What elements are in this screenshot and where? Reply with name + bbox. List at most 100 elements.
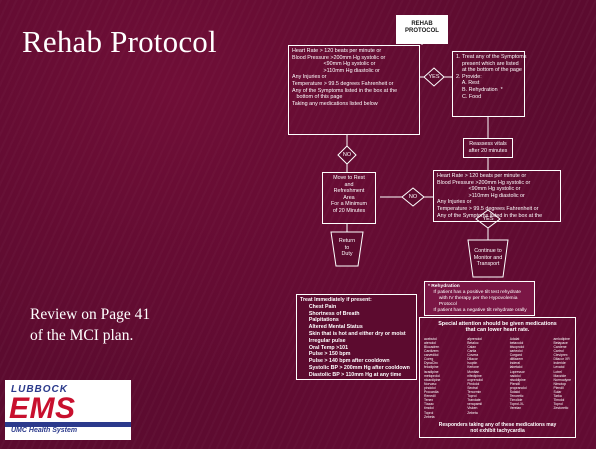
medication-name: Tarka xyxy=(553,394,562,399)
medication-name: metoprolol xyxy=(424,373,440,378)
medication-name: Monitan xyxy=(467,369,480,374)
logo-stripe xyxy=(5,422,131,427)
medication-name: Tenoretic xyxy=(509,394,524,399)
medications-box: Special attention should be given medica… xyxy=(419,317,576,438)
medication-name: felodipine xyxy=(424,365,439,370)
treat-line: A. Rest xyxy=(456,80,480,87)
monitor-line: Continue to xyxy=(474,248,502,254)
medication-name: Sectral xyxy=(467,385,478,390)
immediate-line: Pulse > 150 bpm xyxy=(300,351,351,358)
treat-line: C. Food xyxy=(456,93,482,100)
lubbock-ems-logo: LUBBOCK EMS UMC Health System xyxy=(5,380,131,440)
rehydration-line: If patient has a positive tilt test rehy… xyxy=(428,290,521,295)
monitor-shape xyxy=(467,239,509,278)
no-label-1: NO xyxy=(342,152,352,158)
monitor-line: Monitor and xyxy=(473,254,503,261)
review-line-2: of the MCI plan. xyxy=(30,327,134,344)
rest-line: of 20 Minutes xyxy=(332,207,366,214)
treat-immediately-box: Treat Immediately if present: Chest Pain… xyxy=(296,294,417,380)
immediate-line: Chest Pain xyxy=(300,303,337,310)
medications-heading-line: Special attention should be given medica… xyxy=(438,321,557,327)
rehydration-line: * Rehydration xyxy=(428,284,460,289)
medications-heading-line: that can lower heart rate. xyxy=(465,327,530,334)
immediate-line: Palpitations xyxy=(300,317,339,324)
medication-name: Sular xyxy=(553,390,562,395)
medication-name: propranolol xyxy=(509,385,527,390)
medication-name: acebutol xyxy=(424,336,437,341)
return-line: to xyxy=(344,244,350,251)
vitals-line: Blood Pressure >200mm Hg systolic or xyxy=(292,54,386,61)
vitals2-line: Any Injuries or xyxy=(437,199,472,206)
rest-line: and xyxy=(344,181,354,188)
decision-no-1 xyxy=(337,145,357,165)
rehydration-line: Protocol xyxy=(428,302,457,307)
immediate-line: Skin that is hot and either dry or moist xyxy=(300,330,406,337)
medication-name: Toprol xyxy=(553,402,563,407)
vitals-line: bottom of this page xyxy=(292,94,343,101)
rehydration-line: with IV therapy per the Hypovolemia xyxy=(428,296,518,301)
continue-monitor-label: Continue to Monitor and Transport xyxy=(468,246,508,274)
medication-name: Inderide xyxy=(553,361,566,366)
review-line-1: Review on Page 41 xyxy=(30,306,151,323)
vitals-line: Temperature > 99.5 degrees Fahrenheit or xyxy=(292,80,394,87)
medication-name: Adalat xyxy=(509,336,520,341)
medication-name: carteolol xyxy=(509,349,523,354)
medication-name: nicardipine xyxy=(424,377,441,382)
medication-name: DynaCirc xyxy=(424,361,438,366)
logo-system: UMC Health System xyxy=(11,427,78,434)
medication-name: labetalol xyxy=(509,365,523,370)
medication-name: Cartrol xyxy=(553,349,564,354)
medication-name: Inderal xyxy=(509,361,521,366)
medication-name: Plendil xyxy=(553,385,564,390)
reassess-line: Reassess vitals xyxy=(469,141,507,147)
medication-name: Calan xyxy=(467,345,477,349)
medication-name: nadolol xyxy=(509,373,521,378)
treat-line: at the bottom of the page xyxy=(456,67,522,74)
rest-line: For a Minimum xyxy=(331,201,367,208)
vitals-line: <90mm Hg systolic or xyxy=(292,61,376,68)
medications-footer-line: not exhibit tachycardia xyxy=(470,428,525,434)
reassess-line: after 20 minutes xyxy=(468,147,508,154)
medication-name: carvedilol xyxy=(424,353,439,358)
return-to-duty-label: Return to Duty xyxy=(331,236,363,264)
medication-name: Corgard xyxy=(509,353,522,358)
medication-name: Kerlone xyxy=(467,365,479,370)
treat-line: present which are listed xyxy=(456,60,519,67)
medication-name: bisoprolol xyxy=(509,345,525,349)
medication-name: Procardia xyxy=(424,390,439,395)
medication-name: Nimotop xyxy=(553,381,567,386)
vitals-line: Any Injuries or xyxy=(292,74,327,81)
decision-yes-2 xyxy=(475,209,501,229)
vitals-line: Taking any medications listed below xyxy=(292,100,378,107)
immediate-line: Altered Mental Status xyxy=(300,324,363,331)
immediate-line: Diastolic BP > 110mm Hg at any time xyxy=(300,371,402,378)
medication-name: Visken xyxy=(467,406,478,411)
medication-name: Plendil xyxy=(509,381,520,386)
medication-name: isradipine xyxy=(424,369,439,374)
medication-name: oxprenolol xyxy=(467,377,483,382)
medication-name: Blocadren xyxy=(424,345,440,349)
medication-name: Dilacor XR xyxy=(553,357,570,362)
vitals2-line: Any of the Symptoms listed in the box at… xyxy=(437,212,543,219)
medication-name: Sotalol xyxy=(509,390,521,395)
medication-name: Cardizem xyxy=(424,349,439,354)
medication-name: Timolide xyxy=(509,398,523,403)
medications-footer-line: Responders taking any of these medicatio… xyxy=(438,422,557,428)
medication-name: Tiazac xyxy=(424,402,434,407)
medication-name: Betaloc xyxy=(467,340,479,345)
immediate-line: Shortness of Breath xyxy=(300,310,360,317)
rest-line: Move to Rest xyxy=(333,175,365,181)
medication-name: Levatol xyxy=(553,365,565,370)
vitals2-line: Temperature > 99.5 degrees Fahrenheit or xyxy=(437,205,539,212)
medication-name: Pindolol xyxy=(467,381,480,386)
medication-name: verapamil xyxy=(467,402,482,407)
medication-name: Toprol-XL xyxy=(509,402,525,407)
medication-name: Timolol xyxy=(553,398,565,403)
medication-name: Isoptin xyxy=(467,361,478,366)
medication-name: Lotrel xyxy=(553,369,562,374)
